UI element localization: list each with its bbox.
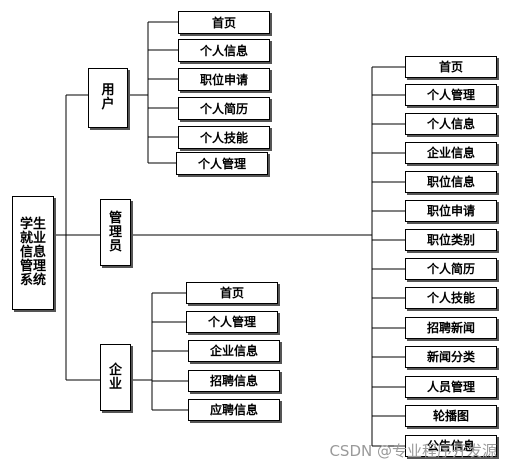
admin-item-home: 首页 bbox=[405, 56, 497, 78]
user-item-home: 首页 bbox=[178, 11, 270, 34]
admin-item-staff-manage: 人员管理 bbox=[405, 376, 497, 398]
admin-item-news-category: 新闻分类 bbox=[405, 346, 497, 368]
admin-item-notice-info: 公告信息 bbox=[405, 435, 497, 457]
role-node-company: 企业 bbox=[100, 344, 131, 411]
admin-item-personal-manage: 个人管理 bbox=[405, 84, 497, 106]
admin-item-resume: 个人简历 bbox=[405, 258, 497, 280]
user-item-resume: 个人简历 bbox=[178, 97, 270, 120]
company-item-recruit-info: 招聘信息 bbox=[188, 370, 280, 392]
user-item-skills: 个人技能 bbox=[178, 126, 270, 149]
user-item-personal-info: 个人信息 bbox=[178, 39, 270, 62]
admin-item-skills: 个人技能 bbox=[405, 287, 497, 309]
admin-item-personal-info: 个人信息 bbox=[405, 113, 497, 135]
user-item-job-apply: 职位申请 bbox=[178, 68, 270, 91]
admin-item-job-category: 职位类别 bbox=[405, 229, 497, 251]
admin-item-job-apply: 职位申请 bbox=[405, 200, 497, 222]
role-node-user: 用户 bbox=[88, 68, 128, 128]
company-item-personal-manage: 个人管理 bbox=[186, 311, 278, 333]
company-item-applicant-info: 应聘信息 bbox=[188, 399, 280, 421]
admin-item-job-info: 职位信息 bbox=[405, 171, 497, 193]
watermark: CSDN @专业程序开发源 bbox=[329, 442, 497, 460]
admin-item-company-info: 企业信息 bbox=[405, 142, 497, 164]
admin-item-carousel: 轮播图 bbox=[405, 405, 497, 427]
user-item-personal-manage: 个人管理 bbox=[176, 152, 268, 175]
root-node: 学生就业信息管理系统 bbox=[12, 196, 54, 310]
admin-item-recruit-news: 招聘新闻 bbox=[405, 317, 497, 339]
company-item-company-info: 企业信息 bbox=[188, 340, 280, 362]
role-node-admin: 管理员 bbox=[100, 199, 131, 266]
company-item-home: 首页 bbox=[186, 282, 278, 304]
